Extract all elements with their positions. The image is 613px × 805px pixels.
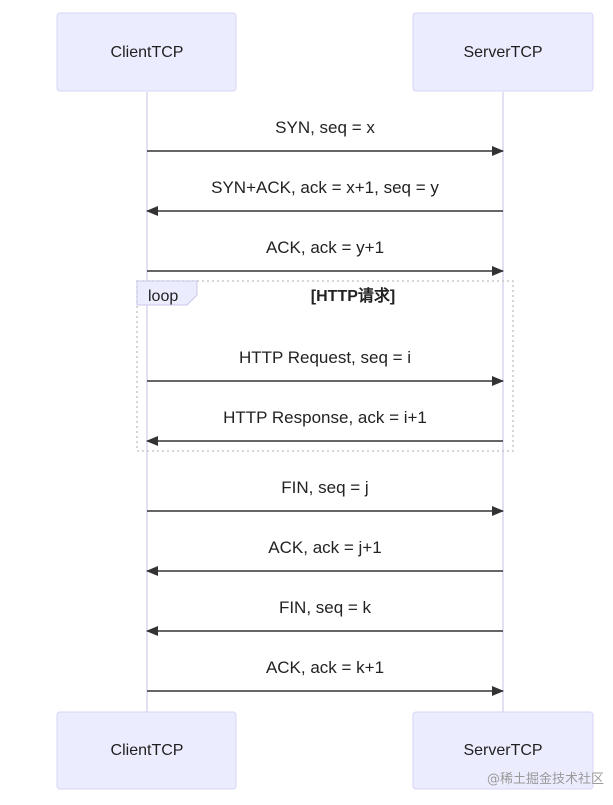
message-label-4: HTTP Request, seq = i [239,348,411,367]
loop-condition: [HTTP请求] [311,286,395,305]
actor-server-top-label: ServerTCP [463,44,542,61]
message-label-3: ACK, ack = y+1 [266,238,384,257]
message-label-2: SYN+ACK, ack = x+1, seq = y [211,178,439,197]
actor-client-top: ClientTCP [56,12,237,92]
message-label-5: HTTP Response, ack = i+1 [223,408,427,427]
actor-server-bottom: ServerTCP [412,711,594,790]
message-label-9: ACK, ack = k+1 [266,658,384,677]
message-label-6: FIN, seq = j [281,478,368,497]
messages-group: SYN, seq = x SYN+ACK, ack = x+1, seq = y A… [146,118,504,696]
message-label-1: SYN, seq = x [275,118,375,137]
actor-client-bottom: ClientTCP [56,711,237,790]
message-label-8: FIN, seq = k [279,598,372,617]
watermark: @稀土掘金技术社区 [487,771,604,787]
loop-frame: loop [HTTP请求] [136,280,514,452]
loop-keyword: loop [148,288,178,305]
actor-client-top-label: ClientTCP [111,44,184,61]
actor-server-top: ServerTCP [412,12,594,92]
message-label-7: ACK, ack = j+1 [268,538,381,557]
actor-client-bottom-label: ClientTCP [111,742,184,759]
actor-server-bottom-label: ServerTCP [463,742,542,759]
